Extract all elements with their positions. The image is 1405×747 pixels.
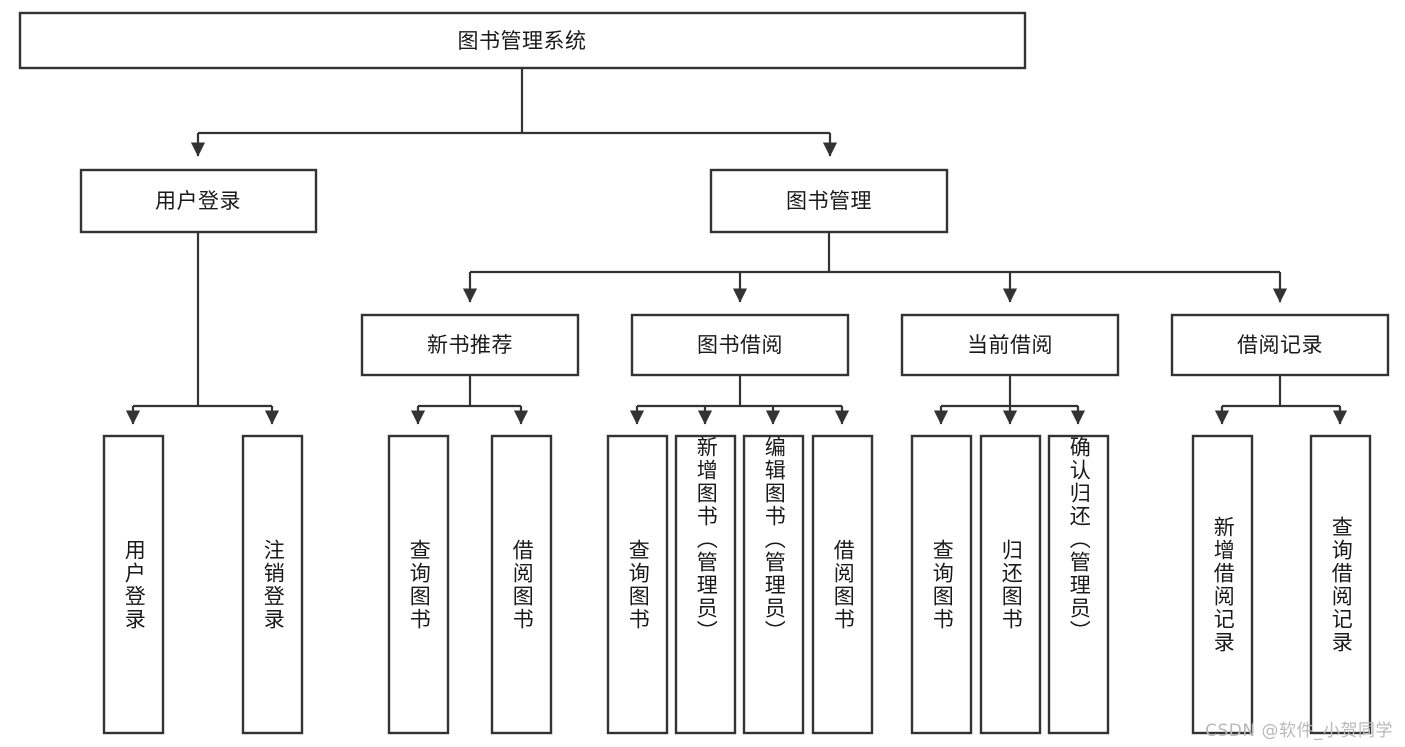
- connector-book-borrow-to-leaves: [629, 375, 850, 425]
- node-borrow-record-label: 借阅记录: [1237, 333, 1323, 357]
- node-book-borrow-label: 图书借阅: [697, 333, 783, 357]
- node-new-book-recommend-label: 新书推荐: [427, 333, 513, 357]
- leaf-box-add-book[interactable]: [674, 434, 737, 735]
- leaf-box-query-book-2[interactable]: [606, 434, 669, 735]
- node-root-box: [18, 11, 1027, 70]
- connector-user-login-to-leaves: [125, 232, 280, 425]
- leaf-box-user-login[interactable]: [102, 434, 165, 735]
- leaf-box-borrow-book-2[interactable]: [811, 434, 874, 735]
- node-book-borrow-box: [630, 313, 850, 377]
- leaf-box-borrow-book-1[interactable]: [490, 434, 553, 735]
- node-new-book-recommend[interactable]: 新书推荐: [360, 313, 580, 377]
- node-book-management-label: 图书管理: [786, 189, 872, 213]
- node-current-borrow[interactable]: 当前借阅: [900, 313, 1120, 377]
- leaf-box-query-book-1[interactable]: [387, 434, 450, 735]
- csdn-watermark: CSDN @软件_小贺同学: [1205, 721, 1393, 741]
- leaf-box-query-record[interactable]: [1309, 434, 1372, 735]
- node-root[interactable]: 图书管理系统: [18, 11, 1027, 70]
- node-book-management-box: [709, 168, 949, 234]
- leaf-box-edit-book[interactable]: [742, 434, 805, 735]
- connector-borrow-record-to-leaves: [1214, 375, 1348, 425]
- node-user-login[interactable]: 用户登录: [79, 168, 318, 234]
- connector-root-to-level2: [190, 68, 838, 157]
- connector-book-management-to-level3: [462, 232, 1288, 303]
- node-user-login-label: 用户登录: [155, 189, 241, 213]
- node-new-book-recommend-box: [360, 313, 580, 377]
- leaf-box-logout[interactable]: [241, 434, 304, 735]
- connector-current-borrow-to-leaves: [933, 375, 1086, 425]
- leaf-box-confirm-return[interactable]: [1047, 434, 1110, 735]
- node-book-borrow[interactable]: 图书借阅: [630, 313, 850, 377]
- connector-new-book-recommend-to-leaves: [410, 375, 529, 425]
- node-current-borrow-box: [900, 313, 1120, 377]
- node-current-borrow-label: 当前借阅: [967, 333, 1053, 357]
- leaf-box-query-book-3[interactable]: [910, 434, 973, 735]
- leaf-box-return-book[interactable]: [979, 434, 1042, 735]
- node-book-management[interactable]: 图书管理: [709, 168, 949, 234]
- node-borrow-record[interactable]: 借阅记录: [1170, 313, 1390, 377]
- node-root-label: 图书管理系统: [458, 29, 587, 53]
- leaf-box-add-record[interactable]: [1191, 434, 1254, 735]
- node-borrow-record-box: [1170, 313, 1390, 377]
